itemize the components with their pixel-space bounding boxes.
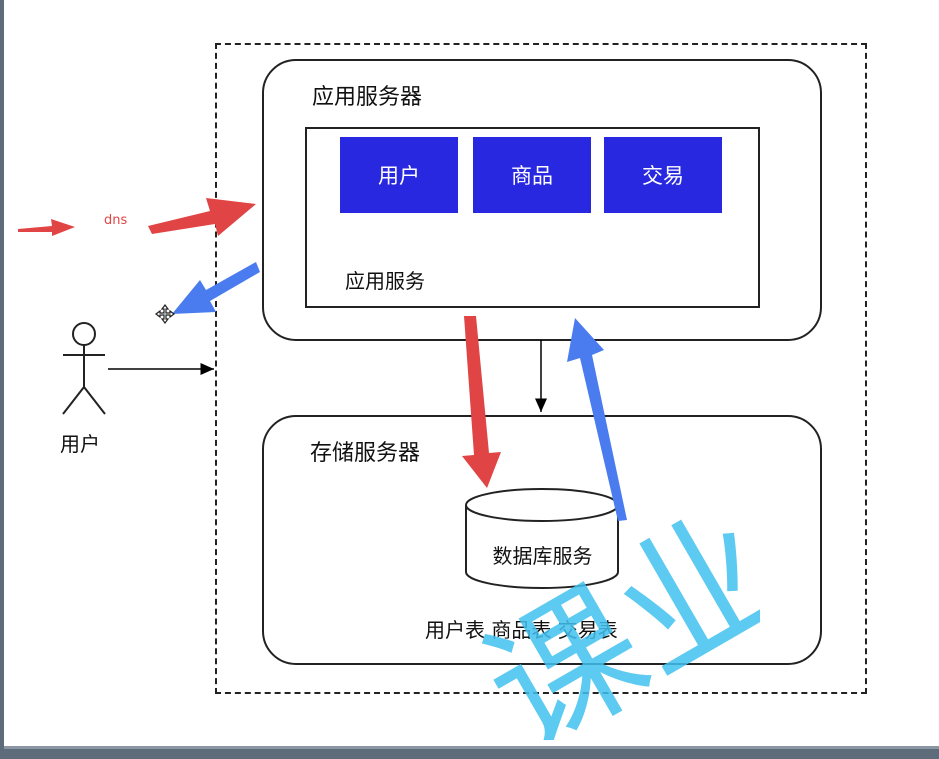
database-cylinder: [465, 488, 619, 589]
move-cursor-icon: [155, 304, 175, 324]
window-frame-left: [0, 0, 4, 759]
actor-label: 用户: [60, 432, 100, 456]
database-label: 数据库服务: [492, 544, 593, 568]
tables-label: 用户表 商品表 交易表: [425, 618, 618, 642]
system-boundary: [215, 43, 867, 694]
query-red-arrow: [462, 316, 501, 488]
window-frame-bottom-edge: [4, 746, 939, 749]
response-blue-arrow: [172, 262, 260, 314]
module-trade: 交易: [604, 137, 722, 213]
app-server-title: 应用服务器: [312, 85, 423, 110]
storage-server-title: 存储服务器: [310, 441, 421, 466]
app-service-label: 应用服务: [345, 269, 425, 293]
dns-label: dns: [104, 213, 128, 228]
request-red-arrow: [148, 198, 256, 236]
user-actor-icon: [62, 322, 106, 415]
module-goods: 商品: [473, 137, 591, 213]
module-user: 用户: [340, 137, 458, 213]
window-frame-bottom: [0, 748, 939, 759]
result-blue-arrow: [567, 318, 627, 521]
dns-small-red-arrow: [18, 219, 75, 236]
